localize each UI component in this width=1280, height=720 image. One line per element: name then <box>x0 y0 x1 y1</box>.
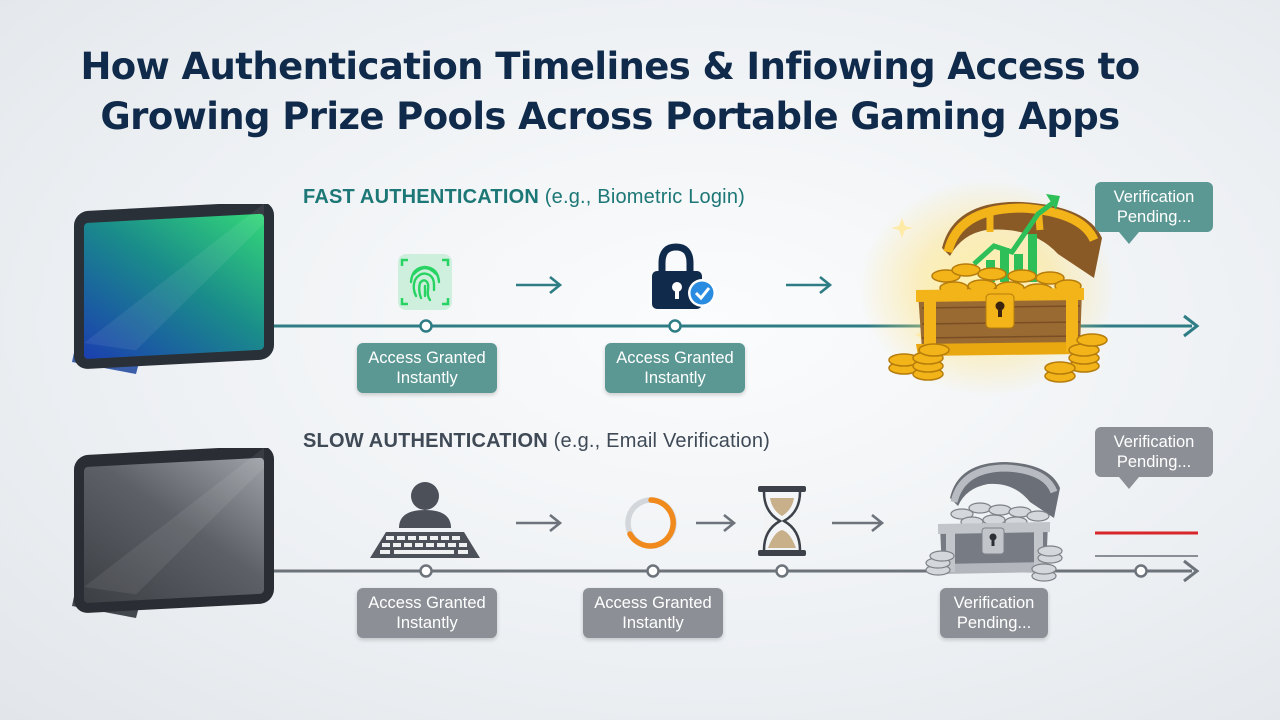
fast-heading-bold: FAST AUTHENTICATION <box>303 186 540 208</box>
caption-line: Instantly <box>644 369 706 387</box>
slow-status-bubble: Verification Pending... <box>1095 427 1213 489</box>
hourglass-icon <box>758 486 806 556</box>
tablet-icon <box>72 448 274 618</box>
bubble-line: Verification <box>1113 188 1195 206</box>
fast-timeline-arrowhead <box>1183 314 1200 338</box>
caption-line: Instantly <box>396 369 458 387</box>
bubble-line: Verification <box>1113 433 1195 451</box>
page-title-line-1: How Authentication Timelines & Infiowing… <box>80 45 1140 88</box>
slow-caption-3: Verification Pending... <box>940 588 1048 638</box>
caption-line: Access Granted <box>368 594 486 612</box>
slow-caption-2: Access Granted Instantly <box>583 588 723 638</box>
caption-line: Instantly <box>396 614 458 632</box>
arrow-right-icon <box>786 275 833 295</box>
fast-marker-1 <box>419 319 433 333</box>
loading-ring-icon <box>625 497 677 549</box>
slow-marker-2 <box>646 564 660 578</box>
caption-line: Pending... <box>956 614 1032 632</box>
fast-caption-2: Access Granted Instantly <box>605 343 745 393</box>
treasure-chest-silver-icon <box>925 462 1063 582</box>
fingerprint-icon <box>398 254 452 310</box>
caption-line: Verification <box>953 594 1035 612</box>
bubble-line: Pending... <box>1116 453 1192 471</box>
arrow-right-icon <box>516 275 563 295</box>
page-title-line-2: Growing Prize Pools Across Portable Gami… <box>100 95 1120 138</box>
arrow-right-icon <box>516 513 563 533</box>
treasure-chest-gold-icon <box>862 180 1115 396</box>
fast-heading-rest: (e.g., Biometric Login) <box>539 186 746 208</box>
fast-section-heading: FAST AUTHENTICATION (e.g., Biometric Log… <box>303 186 745 209</box>
caption-line: Access Granted <box>594 594 712 612</box>
slow-timeline-arrowhead <box>1183 559 1200 583</box>
caption-line: Instantly <box>622 614 684 632</box>
tablet-icon <box>72 204 274 374</box>
fast-status-bubble: Verification Pending... <box>1095 182 1213 244</box>
slow-heading-rest: (e.g., Email Verification) <box>547 430 771 452</box>
slow-caption-1: Access Granted Instantly <box>357 588 497 638</box>
arrow-right-icon <box>696 513 737 533</box>
slow-section-heading: SLOW AUTHENTICATION (e.g., Email Verific… <box>303 430 770 453</box>
fast-caption-1: Access Granted Instantly <box>357 343 497 393</box>
padlock-check-icon <box>652 243 716 309</box>
slow-marker-3 <box>775 564 789 578</box>
bubble-line: Pending... <box>1116 208 1192 226</box>
fast-marker-2 <box>668 319 682 333</box>
user-keyboard-icon <box>370 482 480 558</box>
arrow-right-icon <box>832 513 885 533</box>
caption-line: Access Granted <box>616 349 734 367</box>
slow-heading-bold: SLOW AUTHENTICATION <box>303 430 548 452</box>
slow-marker-1 <box>419 564 433 578</box>
slow-marker-4 <box>1134 564 1148 578</box>
caption-line: Access Granted <box>368 349 486 367</box>
